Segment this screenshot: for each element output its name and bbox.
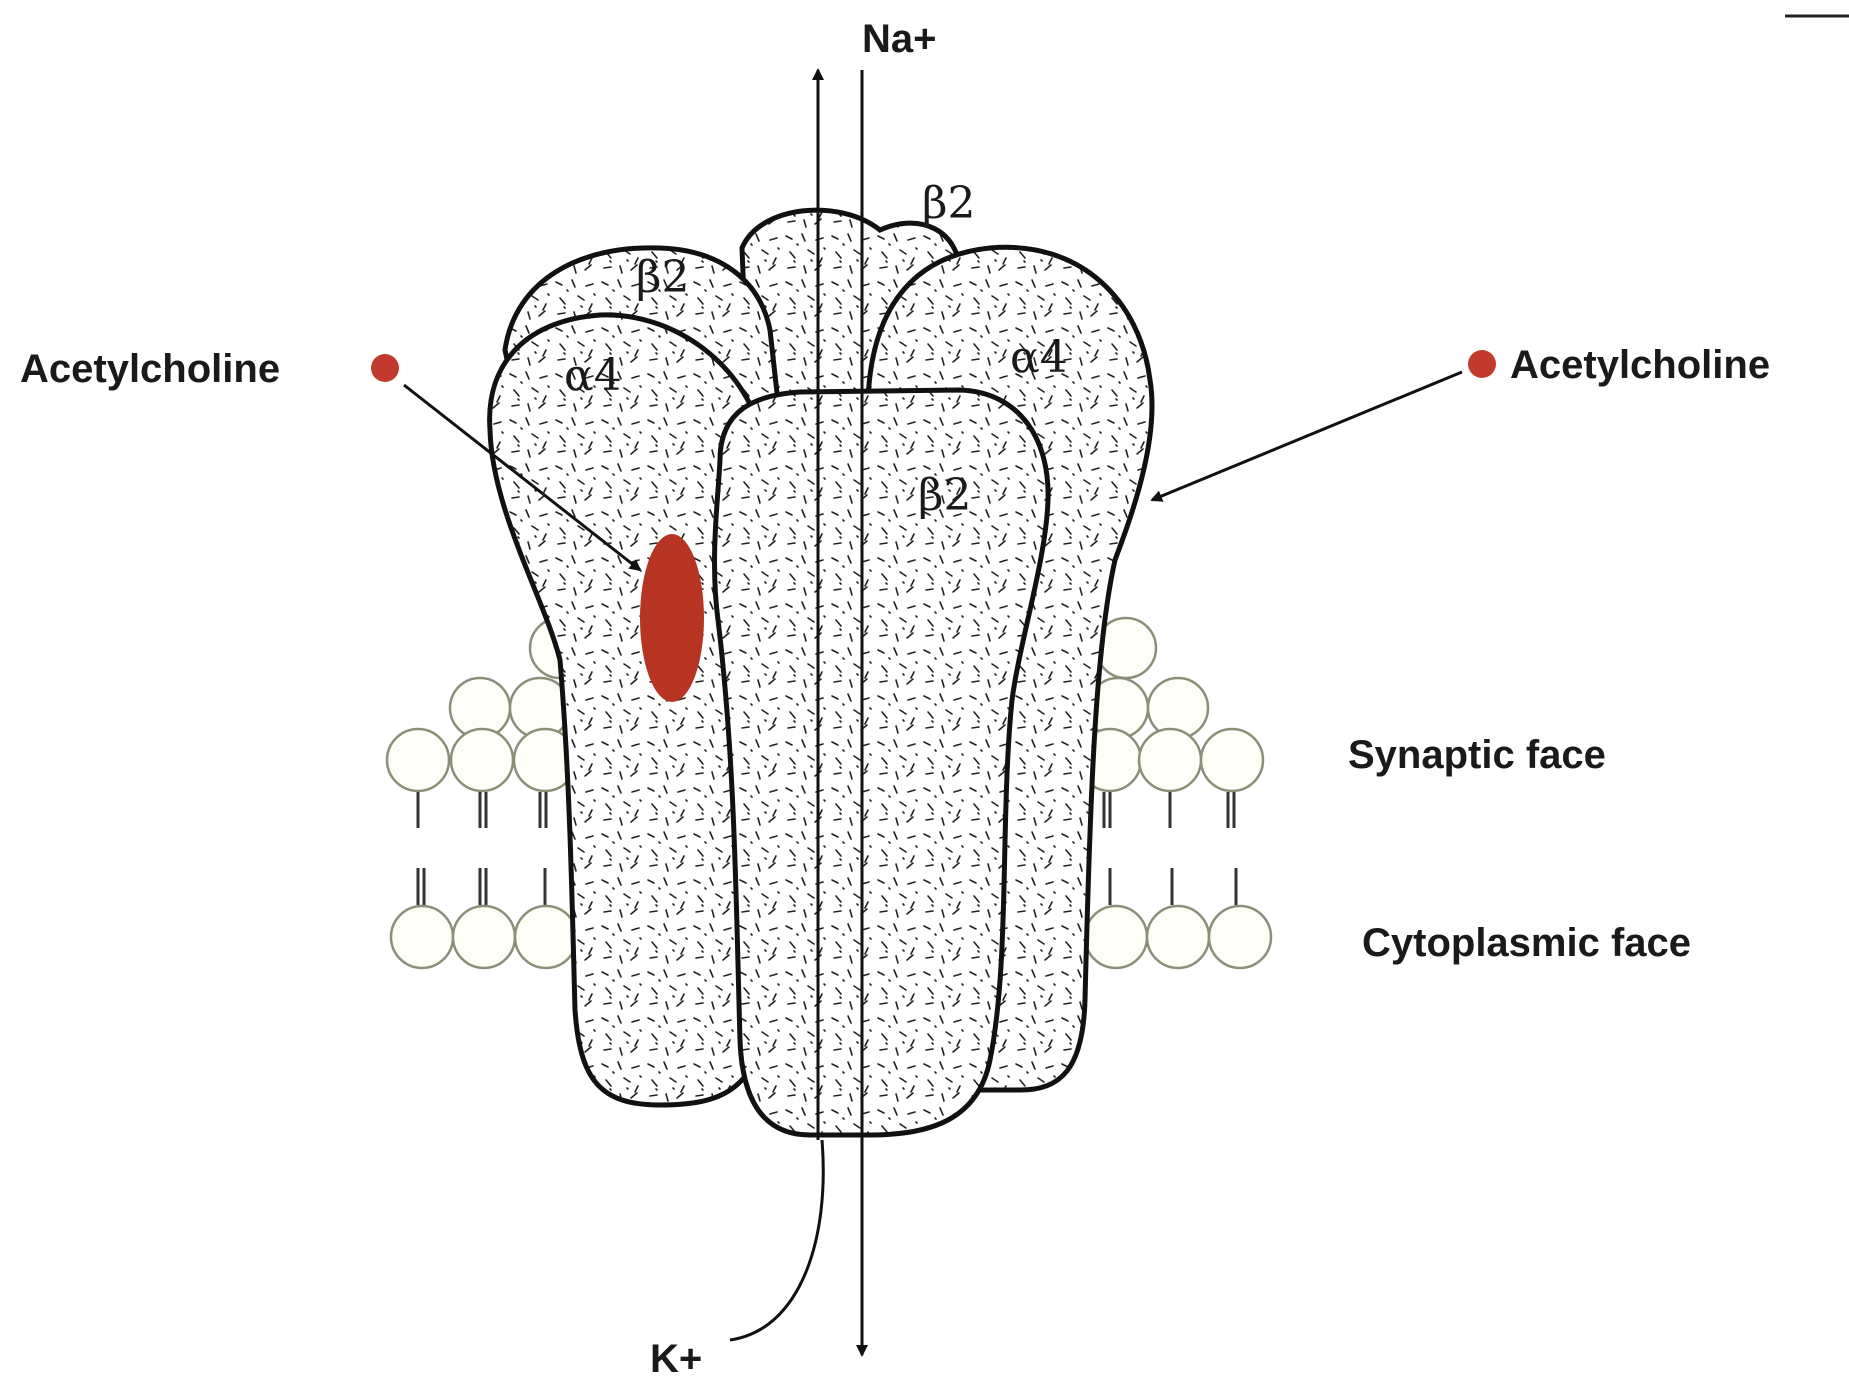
- ach-dot-right: [1468, 350, 1496, 378]
- cytoplasmic-face-label: Cytoplasmic face: [1362, 921, 1691, 965]
- na-label: Na+: [862, 17, 937, 61]
- acetylcholine-left-label: Acetylcholine: [20, 347, 280, 391]
- k-label: K+: [650, 1337, 702, 1381]
- acetylcholine-right-label: Acetylcholine: [1510, 343, 1770, 387]
- ach-dot-left: [371, 354, 399, 382]
- alpha4-right-label: α4: [1010, 332, 1068, 383]
- ach-binding-site: [640, 534, 704, 702]
- beta2-front-label: β2: [918, 470, 971, 521]
- beta2-left-label: β2: [636, 252, 689, 303]
- membrane-right: [1079, 618, 1271, 968]
- alpha4-left-label: α4: [564, 350, 622, 401]
- subunit-beta2-front: [715, 390, 1049, 1135]
- k-ion-curve: [730, 1140, 823, 1340]
- beta2-top-label: β2: [922, 178, 975, 229]
- synaptic-face-label: Synaptic face: [1348, 733, 1606, 777]
- ligand-right: [1152, 350, 1496, 500]
